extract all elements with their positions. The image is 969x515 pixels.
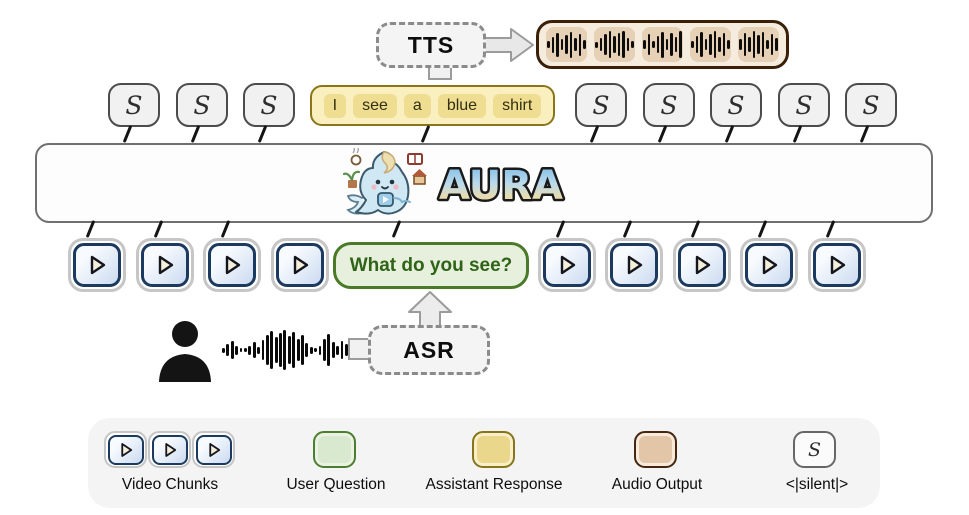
video-chunk-inner xyxy=(276,243,324,287)
response-token: I xyxy=(323,93,347,118)
video-chunk-inner xyxy=(813,243,861,287)
silent-token-box: S xyxy=(243,83,295,127)
silent-token-box: S xyxy=(176,83,228,127)
silent-token-box: S xyxy=(643,83,695,127)
tts-module-box: TTS xyxy=(376,22,486,68)
connector-line xyxy=(589,125,600,143)
connector-line xyxy=(859,125,870,143)
legend-label-audio-output: Audio Output xyxy=(611,476,703,493)
connector-line xyxy=(257,125,268,143)
aura-logo: AURA xyxy=(437,161,566,212)
video-chunk-box xyxy=(740,238,798,292)
legend-user-question-swatch xyxy=(313,431,356,468)
legend-label-assistant-response: Assistant Response xyxy=(425,476,563,493)
video-chunk-inner xyxy=(141,243,189,287)
aura-model-box xyxy=(35,143,933,223)
connector-line xyxy=(190,125,201,143)
legend-label-video-chunks: Video Chunks xyxy=(121,476,219,493)
asr-label: ASR xyxy=(403,336,455,363)
video-chunk-inner xyxy=(73,243,121,287)
video-chunk-inner xyxy=(745,243,793,287)
connector-line xyxy=(724,125,735,143)
audio-waveform-chunk xyxy=(690,27,731,62)
video-chunk-box xyxy=(203,238,261,292)
silent-token-box: S xyxy=(575,83,627,127)
legend-label-silent: <|silent|> xyxy=(785,476,849,493)
connector-line xyxy=(657,125,668,143)
legend-assistant-response-swatch xyxy=(472,431,515,468)
video-chunk-box xyxy=(68,238,126,292)
video-chunk-inner xyxy=(195,434,232,465)
silent-token-box: S xyxy=(710,83,762,127)
video-chunk-inner xyxy=(543,243,591,287)
connector-line xyxy=(792,125,803,143)
user-question-box: What do you see? xyxy=(333,242,529,289)
connector-line xyxy=(122,125,133,143)
silent-token-box: S xyxy=(845,83,897,127)
play-icon xyxy=(164,442,176,457)
user-person-icon xyxy=(159,321,211,382)
video-chunk-inner xyxy=(610,243,658,287)
play-icon xyxy=(158,255,174,275)
play-icon xyxy=(120,442,132,457)
response-token: blue xyxy=(437,93,487,118)
play-icon xyxy=(762,255,778,275)
connector-line xyxy=(420,125,431,143)
silent-token-box: S xyxy=(778,83,830,127)
mascot-accessories xyxy=(342,147,427,188)
video-chunk-box xyxy=(271,238,329,292)
tts-to-audio-arrow-icon xyxy=(484,28,534,62)
silent-token-box: S xyxy=(108,83,160,127)
audio-output-container xyxy=(536,20,789,69)
video-chunk-inner xyxy=(151,434,188,465)
video-chunk-inner xyxy=(107,434,144,465)
tts-label: TTS xyxy=(407,31,455,58)
user-question-text: What do you see? xyxy=(349,254,513,276)
play-icon xyxy=(225,255,241,275)
legend-label-user-question: User Question xyxy=(286,476,386,493)
aura-logo-text: AURA xyxy=(439,163,563,209)
legend-video-chunks-swatch xyxy=(104,431,235,468)
response-token: a xyxy=(403,93,431,118)
aura-mascot-icon xyxy=(342,147,427,215)
legend-silent-symbol: S xyxy=(807,438,822,461)
video-chunk-box xyxy=(673,238,731,292)
legend-silent-swatch: S xyxy=(793,431,836,468)
response-token: see xyxy=(353,93,397,118)
response-token: shirt xyxy=(493,93,542,118)
asr-to-question-arrow-icon xyxy=(408,291,452,327)
audio-waveform-chunk xyxy=(594,27,635,62)
play-icon xyxy=(627,255,643,275)
play-icon xyxy=(695,255,711,275)
play-icon xyxy=(560,255,576,275)
audio-waveform-chunk xyxy=(738,27,779,62)
video-chunk-box xyxy=(808,238,866,292)
play-icon xyxy=(90,255,106,275)
user-speech-waveform xyxy=(222,327,353,373)
video-chunk-box xyxy=(104,431,147,468)
video-chunk-box xyxy=(538,238,596,292)
video-chunk-box xyxy=(192,431,235,468)
play-icon xyxy=(208,442,220,457)
video-chunk-box xyxy=(605,238,663,292)
legend-audio-output-swatch xyxy=(634,431,677,468)
video-chunk-box xyxy=(148,431,191,468)
play-icon xyxy=(293,255,309,275)
play-icon xyxy=(830,255,846,275)
video-chunk-inner xyxy=(678,243,726,287)
audio-waveform-chunk xyxy=(546,27,587,62)
video-chunk-inner xyxy=(208,243,256,287)
asr-module-box: ASR xyxy=(368,325,490,375)
audio-waveform-chunk xyxy=(642,27,683,62)
video-chunk-box xyxy=(136,238,194,292)
